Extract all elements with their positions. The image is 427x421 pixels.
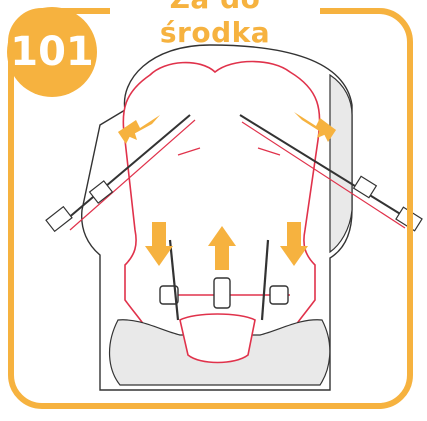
step-number-badge: 101	[7, 7, 97, 97]
step-number: 101	[10, 29, 94, 75]
instruction-title: Za do środka	[110, 0, 320, 16]
